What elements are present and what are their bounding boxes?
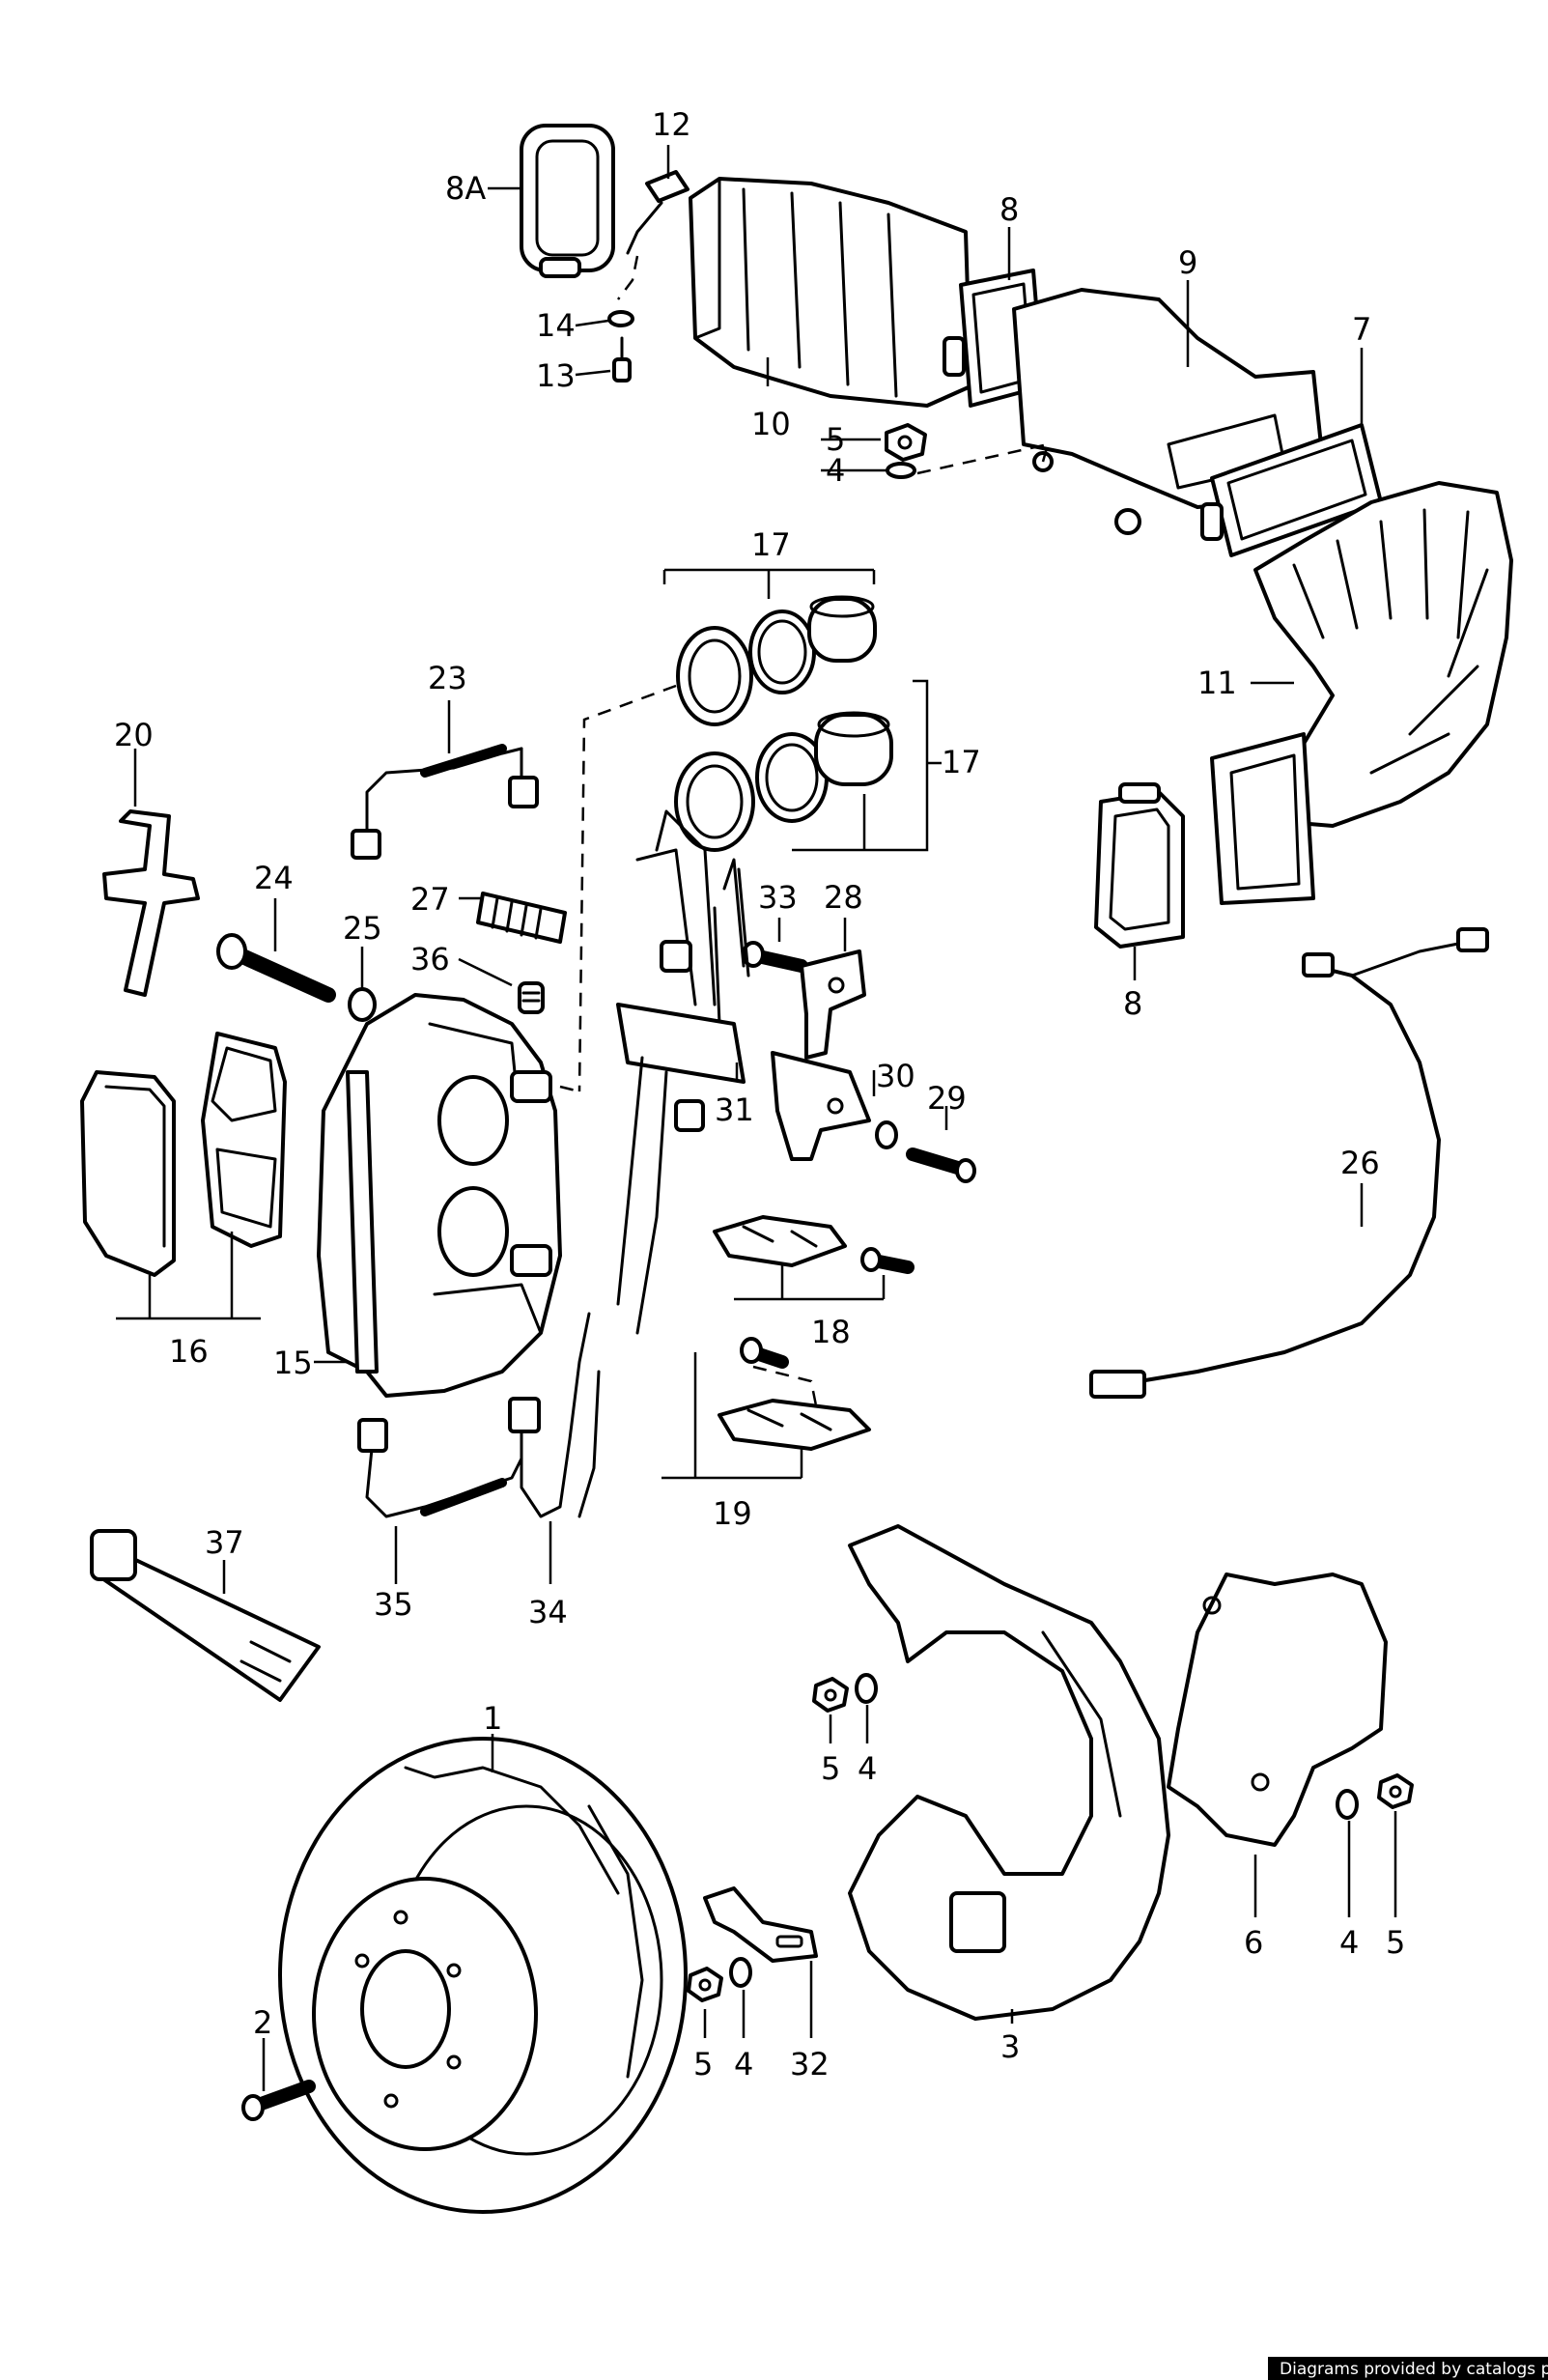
brake-line-23 xyxy=(351,744,539,860)
label-8a: 8A xyxy=(445,170,486,207)
bracket-30 xyxy=(771,1051,871,1161)
label-2: 2 xyxy=(253,2004,272,2041)
label-17b: 17 xyxy=(942,744,981,780)
label-17a: 17 xyxy=(751,526,791,563)
washer-4-upper xyxy=(886,462,916,479)
gasket-8-lower xyxy=(1094,782,1185,949)
label-27: 27 xyxy=(410,881,450,918)
duct-9 xyxy=(1012,288,1325,535)
label-8: 8 xyxy=(999,191,1019,228)
label-7: 7 xyxy=(1352,311,1371,348)
credit-text: Diagrams provided by catalogs parts xyxy=(1280,2360,1548,2379)
credit-badge: Diagrams provided by catalogs parts xyxy=(1268,2357,1548,2380)
tube-37 xyxy=(90,1529,321,1702)
label-11: 11 xyxy=(1197,665,1237,701)
label-12: 12 xyxy=(652,106,691,143)
label-35: 35 xyxy=(374,1586,413,1623)
washer-25 xyxy=(348,987,377,1022)
bracket-28 xyxy=(800,949,866,1060)
hose-assembly-31 xyxy=(616,809,750,1335)
label-4d: 4 xyxy=(734,2046,753,2082)
shield-6 xyxy=(1167,1572,1388,1847)
label-32: 32 xyxy=(790,2046,830,2082)
label-26: 26 xyxy=(1340,1145,1380,1181)
label-18: 18 xyxy=(811,1314,851,1350)
label-30: 30 xyxy=(876,1058,915,1094)
washer-4-bracket xyxy=(729,1957,752,1988)
label-5c: 5 xyxy=(1386,1924,1405,1961)
label-28: 28 xyxy=(824,879,863,916)
label-13: 13 xyxy=(536,357,576,394)
wear-sensor-26 xyxy=(1089,927,1489,1399)
bolt-19 xyxy=(740,1337,789,1369)
brake-pad-16-left xyxy=(80,1070,176,1277)
label-5a: 5 xyxy=(826,421,845,458)
label-33: 33 xyxy=(758,879,798,916)
nut-5-shield xyxy=(812,1677,849,1713)
screw-2 xyxy=(241,2080,316,2121)
callout-labels: 8A 12 14 13 10 8 9 7 5 4 17 11 17 23 20 … xyxy=(114,106,1405,2082)
spring-clip-19 xyxy=(718,1399,871,1451)
label-20: 20 xyxy=(114,717,154,753)
label-4b: 4 xyxy=(858,1750,877,1787)
clip-12 xyxy=(626,170,690,255)
frame-gasket-8a xyxy=(520,124,615,278)
brake-pad-16-right xyxy=(201,1032,287,1248)
nut-5-bracket xyxy=(687,1967,723,2002)
label-31: 31 xyxy=(715,1091,754,1128)
label-37: 37 xyxy=(205,1524,244,1561)
washer-4-shield xyxy=(855,1673,878,1704)
label-4a: 4 xyxy=(826,452,845,489)
anti-rattle-spring-20 xyxy=(102,809,200,997)
seal-kit-17-upper xyxy=(676,595,877,726)
label-14: 14 xyxy=(536,307,576,344)
label-36: 36 xyxy=(410,941,450,978)
label-5d: 5 xyxy=(693,2046,713,2082)
brake-line-35 xyxy=(357,1418,523,1518)
label-10: 10 xyxy=(751,406,791,442)
washer-4-right xyxy=(1336,1789,1359,1820)
splash-shield-3 xyxy=(848,1524,1170,2021)
label-24: 24 xyxy=(254,860,294,896)
label-8b: 8 xyxy=(1123,985,1142,1022)
washer-14 xyxy=(607,310,634,327)
gasket-7 xyxy=(1200,423,1383,557)
nut-5-upper xyxy=(885,423,927,462)
label-6: 6 xyxy=(1244,1924,1263,1961)
brake-line-34 xyxy=(508,1312,601,1518)
label-3: 3 xyxy=(1000,2028,1020,2065)
label-1: 1 xyxy=(483,1700,502,1737)
washer-29 xyxy=(875,1120,898,1149)
label-25: 25 xyxy=(343,910,382,947)
label-23: 23 xyxy=(428,660,467,696)
label-4c: 4 xyxy=(1339,1924,1359,1961)
bolt-18 xyxy=(860,1247,915,1274)
sensor-27 xyxy=(476,892,567,944)
dashed-guides xyxy=(559,255,1050,1406)
bolt-24 xyxy=(216,933,336,1003)
bracket-32 xyxy=(703,1886,818,1963)
label-5b: 5 xyxy=(821,1750,840,1787)
bellows-duct-11 xyxy=(1210,481,1513,905)
seal-kit-17-lower xyxy=(674,711,893,852)
label-19: 19 xyxy=(713,1495,752,1532)
leader-lines xyxy=(116,145,1397,2091)
caliper-15 xyxy=(317,993,562,1398)
label-29: 29 xyxy=(927,1080,967,1117)
nut-5-right xyxy=(1377,1773,1414,1809)
label-34: 34 xyxy=(528,1594,568,1630)
label-15: 15 xyxy=(273,1345,313,1381)
label-9: 9 xyxy=(1178,244,1197,281)
screw-13 xyxy=(612,336,632,382)
spring-clip-18 xyxy=(713,1215,847,1267)
bolt-29 xyxy=(906,1148,976,1183)
bellows-duct-10 xyxy=(689,177,972,408)
bleed-screw-36 xyxy=(518,981,545,1014)
brake-disc-1 xyxy=(278,1737,688,2214)
label-16: 16 xyxy=(169,1333,209,1370)
bolt-33 xyxy=(742,941,808,973)
